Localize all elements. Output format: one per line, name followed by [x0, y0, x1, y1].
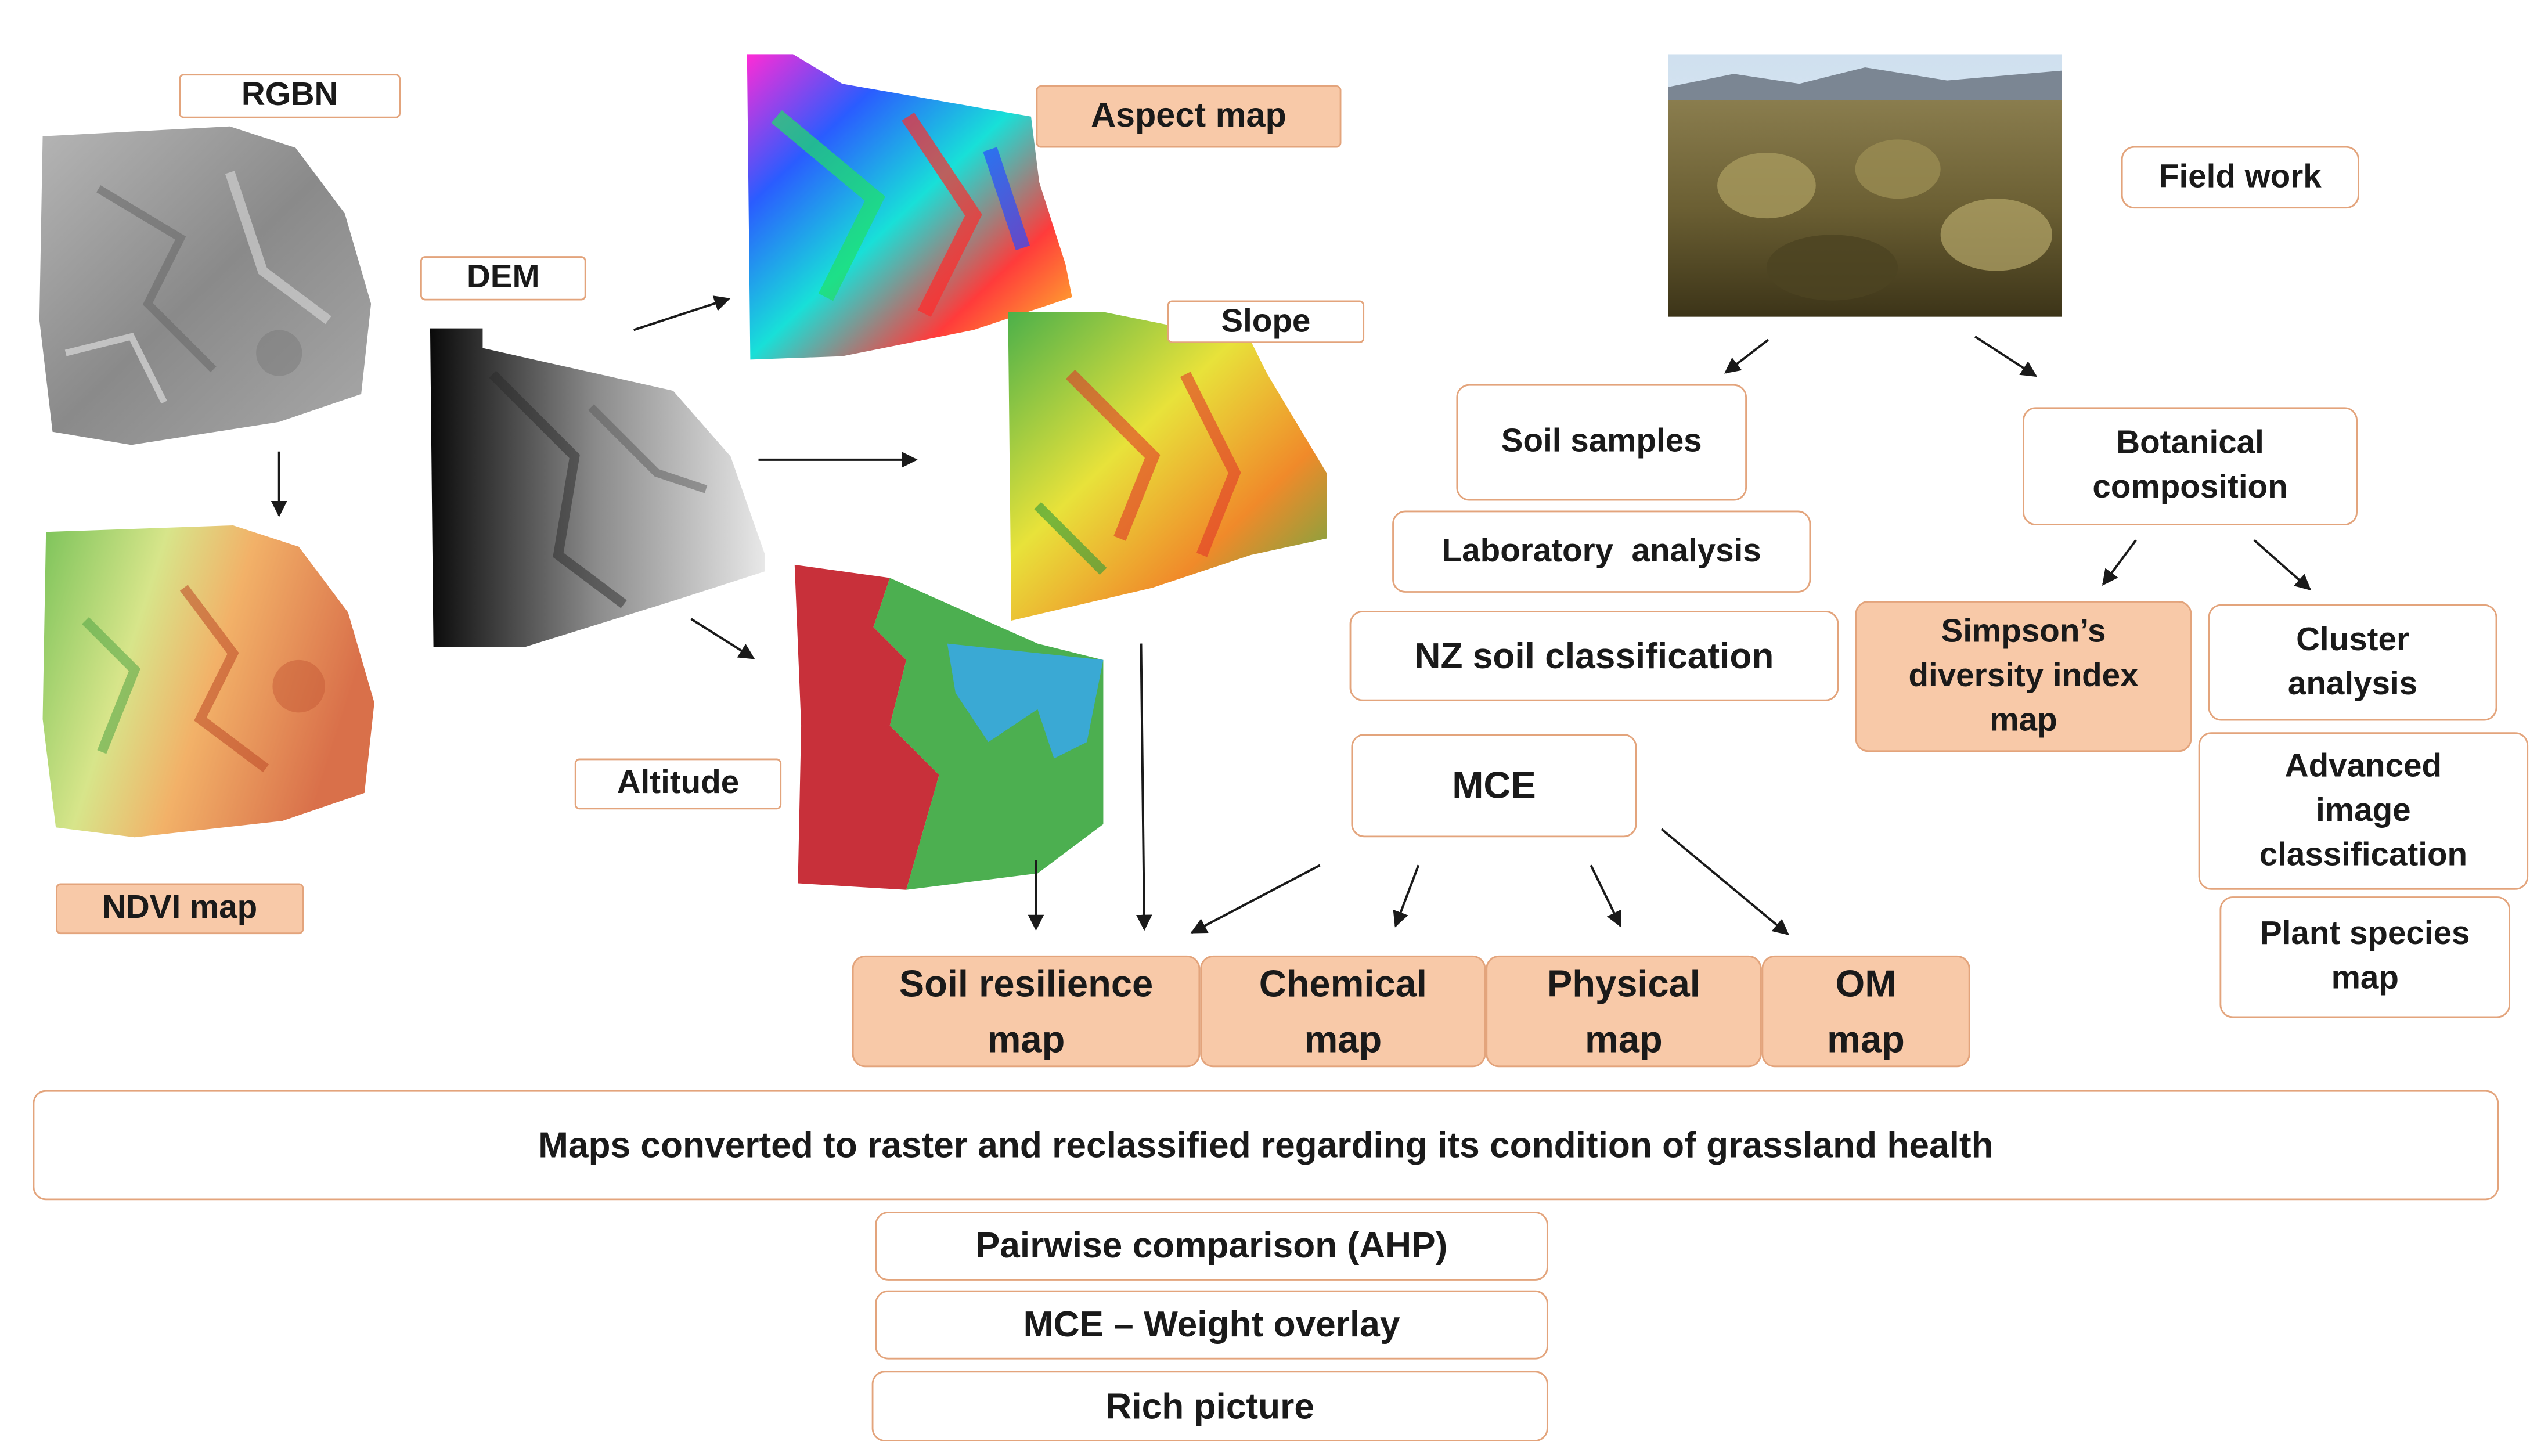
arrow-mce-soil	[1192, 865, 1320, 932]
soil-samples-box: Soil samples	[1456, 384, 1747, 501]
rgbn-label: RGBN	[179, 74, 401, 118]
ndvi-map-label: NDVI map	[56, 883, 304, 934]
dem-label: DEM	[420, 256, 586, 300]
weight-overlay-box: MCE – Weight overlay	[875, 1291, 1548, 1360]
altitude-label: Altitude	[575, 759, 781, 810]
field-work-label: Field work	[2121, 146, 2359, 208]
laboratory-analysis-box: Laboratory analysis	[1392, 511, 1811, 593]
simpsons-diversity-index-box: Simpson’s diversity index map	[1855, 601, 2192, 752]
arrow-mce-physical	[1591, 865, 1620, 926]
arrow-slope-soil	[1141, 644, 1144, 929]
arrow-dem-aspect	[634, 299, 729, 330]
slope-label: Slope	[1167, 301, 1364, 344]
advanced-image-classification-box: Advanced image classification	[2199, 732, 2528, 889]
arrow-mce-chemical	[1396, 865, 1419, 926]
arrow-botanical-cluster	[2254, 540, 2310, 589]
pairwise-comparison-box: Pairwise comparison (AHP)	[875, 1212, 1548, 1281]
arrow-dem-altitude	[691, 619, 754, 658]
physical-map-box: Physical map	[1486, 956, 1761, 1067]
botanical-composition-box: Botanical composition	[2023, 407, 2358, 525]
mce-box: MCE	[1351, 734, 1637, 837]
soil-resilience-map-box: Soil resilience map	[852, 956, 1201, 1067]
arrow-mce-om	[1662, 829, 1788, 934]
arrow-fieldwork-botanical	[1975, 337, 2036, 376]
aspect-map-label: Aspect map	[1036, 85, 1341, 147]
rich-picture-box: Rich picture	[872, 1371, 1548, 1441]
plant-species-map-box: Plant species map	[2219, 896, 2510, 1018]
arrow-botanical-simpson	[2103, 540, 2136, 584]
nz-soil-classification-box: NZ soil classification	[1350, 611, 1839, 701]
om-map-box: OM map	[1761, 956, 1970, 1067]
maps-converted-box: Maps converted to raster and reclassifie…	[33, 1090, 2499, 1200]
chemical-map-box: Chemical map	[1200, 956, 1486, 1067]
cluster-analysis-box: Cluster analysis	[2208, 604, 2497, 721]
arrow-fieldwork-soil	[1725, 340, 1768, 373]
